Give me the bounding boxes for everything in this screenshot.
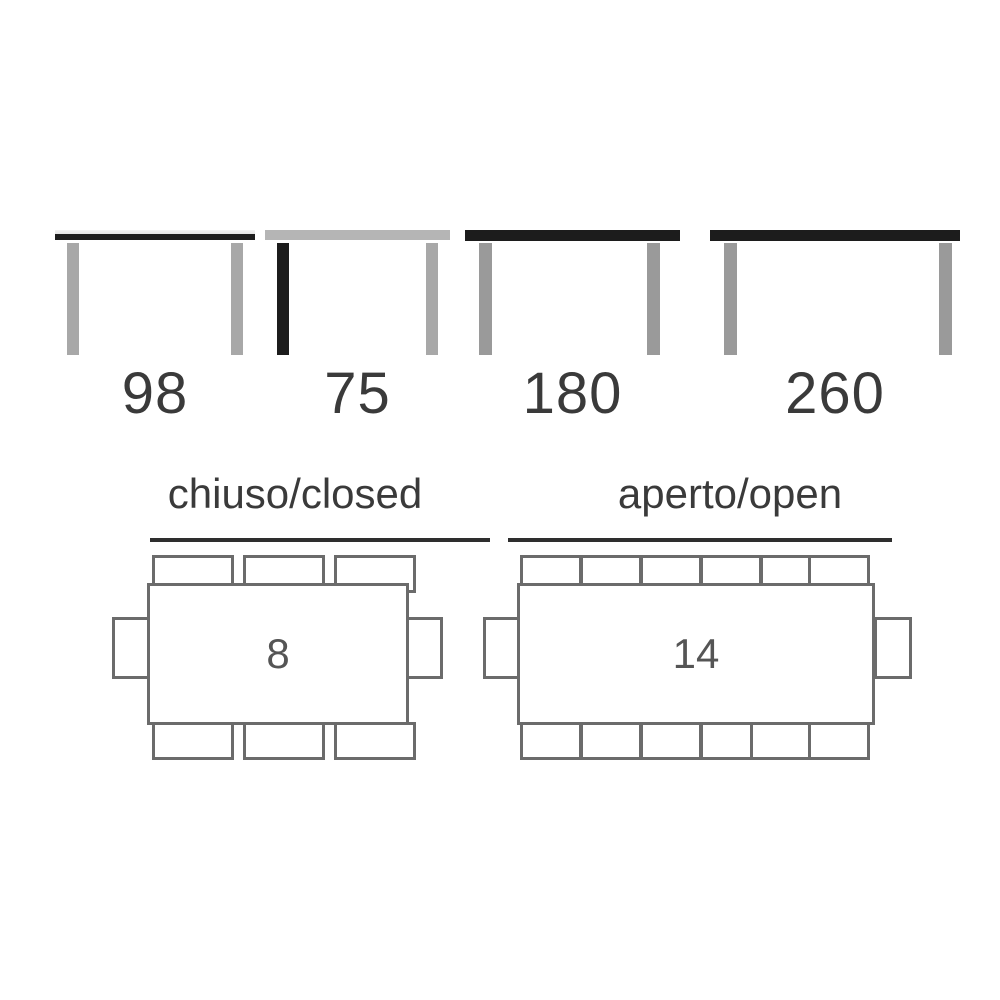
seat-open-bottom-6 [808,722,870,760]
table-top-98 [55,230,255,240]
dimension-cell-180: 180 [465,230,680,460]
dimension-label-75: 75 [324,361,391,426]
seat-bottom-2 [243,722,325,760]
table-top-180 [465,230,680,241]
plan-title-open: aperto/open [617,470,843,517]
table-elevation-icon-75 [265,230,450,355]
table-plan-closed [147,583,409,725]
seat-left-1 [112,617,152,679]
seat-open-bottom-5 [750,722,812,760]
dimensions-row: 98 75 180 2 [0,230,1000,460]
table-leg-right-75 [426,243,438,355]
seat-count-open: 14 [672,630,720,677]
table-plan-open [517,583,875,725]
seat-bottom-1 [152,722,234,760]
plan-title-closed: chiuso/closed [167,470,423,517]
dimension-cell-75: 75 [265,230,450,460]
table-top-75 [265,230,450,240]
seat-bottom-3 [334,722,416,760]
table-leg-left-260 [724,243,737,355]
seat-open-bottom-2 [580,722,642,760]
table-top-260 [710,230,960,241]
seat-count-closed: 8 [266,630,290,677]
table-elevation-icon-260 [710,230,960,355]
seat-right-1 [403,617,443,679]
seat-open-left-1 [483,617,521,679]
table-leg-left-75 [277,243,289,355]
table-leg-left-98 [67,243,79,355]
dimension-cell-260: 260 [710,230,960,460]
table-leg-right-98 [231,243,243,355]
seat-open-bottom-1 [520,722,582,760]
dimension-label-260: 260 [785,361,885,426]
seat-open-right-1 [874,617,912,679]
dimension-cell-98: 98 [55,230,255,460]
plan-rule-closed [150,538,490,542]
dimension-label-98: 98 [121,361,189,426]
table-elevation-icon-98 [55,230,255,355]
dimension-label-180: 180 [522,361,623,426]
table-leg-left-180 [479,243,492,355]
plan-views-section: chiuso/closed aperto/open 8 14 [0,470,1000,790]
table-leg-right-260 [939,243,952,355]
table-elevation-icon-180 [465,230,680,355]
seat-open-bottom-3 [640,722,702,760]
table-leg-right-180 [647,243,660,355]
plan-rule-open [508,538,892,542]
